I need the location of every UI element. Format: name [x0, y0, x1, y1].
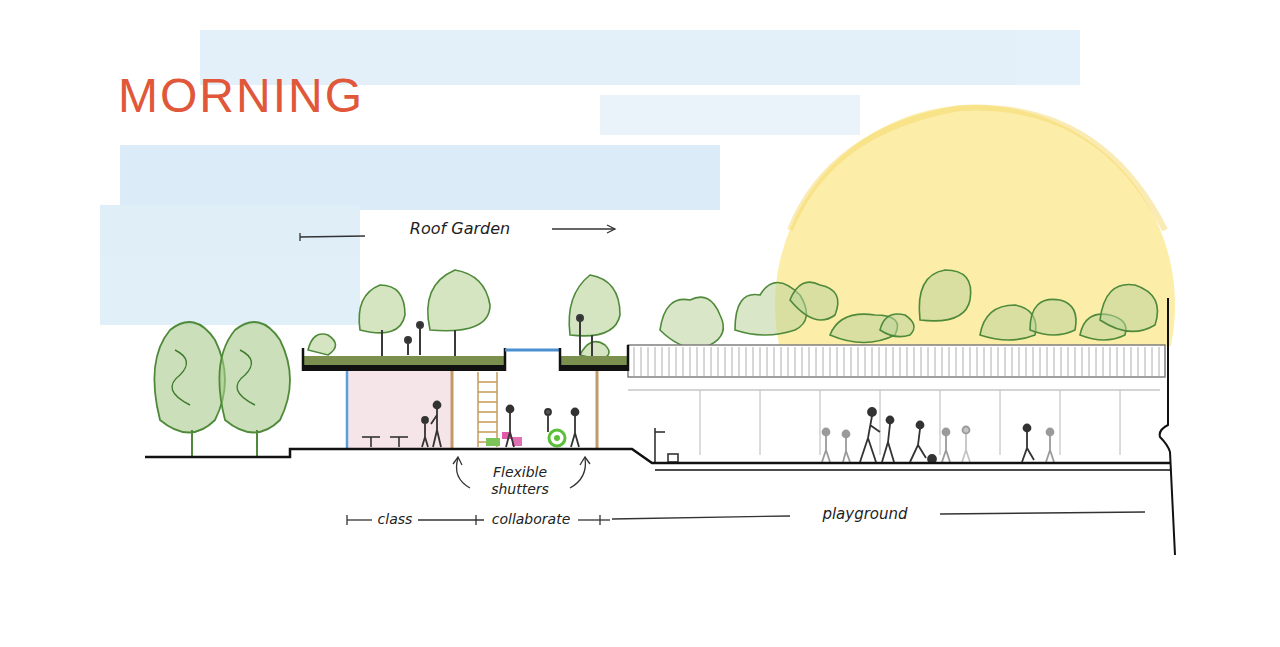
sketch-title: MORNING: [118, 68, 364, 123]
zone-label: collaborate: [490, 511, 573, 528]
zone-label: playground: [820, 505, 909, 523]
play-objects: [486, 430, 565, 446]
roof-label: Roof Garden: [408, 219, 512, 238]
classroom: [303, 345, 628, 448]
ladder: [478, 372, 497, 447]
edge-line: [1160, 298, 1175, 555]
playground-canopy: [628, 345, 1165, 455]
zone-label: class: [376, 511, 415, 528]
canopy-trees: [660, 270, 1158, 348]
furniture: [362, 428, 678, 462]
street-trees: [154, 322, 290, 456]
shutter-label: Flexible shutters: [473, 464, 567, 498]
sun: [775, 105, 1175, 346]
roof-trees: [308, 270, 620, 360]
slab-line: [655, 469, 1170, 471]
ground-line: [145, 449, 1170, 463]
zone-leaders: [347, 512, 1145, 525]
people: [422, 402, 1054, 464]
